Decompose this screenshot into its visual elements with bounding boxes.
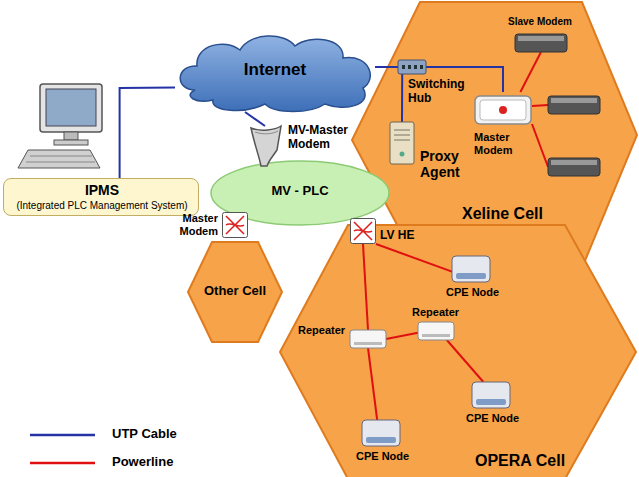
mv-master-modem: MV-Master Modem — [247, 126, 283, 166]
master-modem: Master Modem — [222, 212, 248, 238]
repeater: Repeater — [350, 330, 386, 348]
device-icon — [362, 420, 400, 446]
other-cell: Other Cell — [188, 242, 282, 342]
node-label: Master Modem — [173, 212, 218, 237]
node-label: Other Cell — [204, 284, 266, 299]
internet-cloud: Internet — [175, 30, 375, 112]
device-icon — [472, 382, 510, 408]
node-label: OPERA Cell — [475, 452, 565, 470]
lv-head-end: LV HE — [350, 218, 376, 244]
node-label: Slave Modem — [508, 16, 572, 28]
node-label: MV-Master Modem — [288, 124, 363, 152]
utp-cable — [120, 87, 175, 178]
repeater: Repeater — [418, 322, 454, 340]
cpe-node: CPE Node — [472, 382, 510, 408]
node-label: Internet — [244, 60, 306, 80]
ipms-box: IPMS (Integrated PLC Management System) — [3, 178, 199, 216]
node-label: Proxy Agent — [420, 148, 472, 180]
master-modem: Master Modem — [474, 92, 532, 128]
node-label: Repeater — [412, 306, 459, 319]
utp-cable — [401, 74, 403, 122]
device-icon — [398, 60, 426, 74]
legend-label: UTP Cable — [112, 427, 177, 442]
node-label: MV - PLC — [271, 184, 328, 199]
utp-cable — [375, 66, 398, 68]
device-icon — [515, 34, 567, 52]
legend-lines — [30, 435, 95, 463]
node-label: CPE Node — [446, 286, 499, 299]
proxy-server: Proxy Agent — [388, 122, 416, 164]
device-icon — [452, 256, 490, 282]
node-label: (Integrated PLC Management System) — [16, 200, 187, 212]
node-label: CPE Node — [466, 412, 519, 425]
legend-label: Powerline — [112, 455, 173, 470]
device-icon — [388, 122, 416, 164]
node-label: IPMS — [85, 182, 119, 198]
device-icon — [350, 218, 376, 244]
device-icon — [222, 212, 248, 238]
cpe-node: CPE Node — [452, 256, 490, 282]
node-label: LV HE — [380, 229, 414, 243]
switching-hub: Switching Hub — [398, 60, 426, 74]
node-label: Repeater — [298, 324, 345, 337]
device-icon — [418, 322, 454, 340]
device-icon — [474, 92, 532, 128]
utp-cable — [245, 112, 265, 126]
device-icon — [247, 126, 283, 166]
node-label: Xeline Cell — [462, 205, 543, 223]
node-label: CPE Node — [356, 450, 409, 463]
opera-cell: OPERA CellLV HECPE NodeRepeaterRepeaterC… — [280, 225, 636, 477]
node-label: Master Modem — [474, 131, 530, 156]
node-label: Switching Hub — [408, 78, 468, 106]
computer-icon — [18, 84, 102, 168]
device-icon — [350, 330, 386, 348]
cpe-node: CPE Node — [362, 420, 400, 446]
slave-modem: Slave Modem — [515, 34, 567, 52]
